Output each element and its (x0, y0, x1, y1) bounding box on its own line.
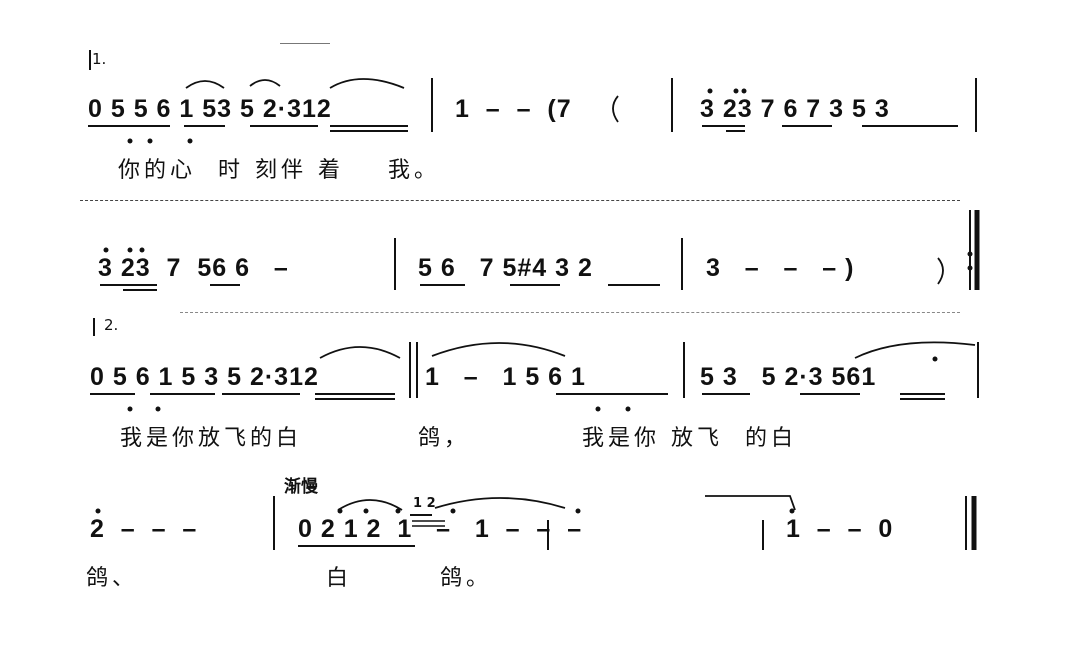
line1-measure-1-notes: 0 5 5 6 1 53 5 2·312 (88, 95, 332, 123)
line4-lyrics-3: 鸽。 (440, 566, 493, 591)
line3-lyrics-3: 我是你 放飞 的白 (582, 426, 797, 451)
line3-measure-1-notes: 0 5 6 1 5 3 5 2·312 (90, 363, 319, 391)
line4-lyrics-2: 白 (326, 566, 353, 591)
line2-measure-3-notes: 3 – – – ) (706, 254, 855, 282)
line1-measure-2-notes: 1 – – (7 (455, 95, 572, 123)
ending-2-label: 2. (104, 316, 119, 334)
system-separator (280, 43, 330, 44)
line4-measure-1-notes: 2 – – – (90, 515, 198, 543)
ending-1-label: 1. (92, 50, 107, 68)
system-separator (180, 312, 960, 313)
line3-lyrics-1: 我是你放飞的白 (120, 426, 303, 451)
line3-measure-2-notes: 1 – 1 5 6 1 (425, 363, 586, 391)
line2-measure-1-notes: 3 23 7 56 6 – (98, 254, 289, 282)
line3-lyrics-2: 鸽， (418, 426, 471, 451)
tempo-mark: 渐慢 (284, 477, 318, 497)
grace-notes: 1 2 (413, 496, 436, 511)
line1-measure-3-notes: 3 23 7 6 7 3 5 3 (700, 95, 890, 123)
system-separator (80, 200, 960, 201)
line2-measure-2-notes: 5 6 7 5#4 3 2 (418, 254, 593, 282)
line1-lyrics: 你的心 时 刻伴 着 我。 (118, 158, 440, 183)
line4-lyrics-1: 鸽、 (86, 566, 139, 591)
line3-measure-3-notes: 5 3 5 2·3 561 (700, 363, 877, 391)
line4-measure-2-notes: 0 2 1 2 1 – 1 – – – (298, 515, 583, 543)
line4-measure-3-notes: 1 – – 0 (786, 515, 894, 543)
